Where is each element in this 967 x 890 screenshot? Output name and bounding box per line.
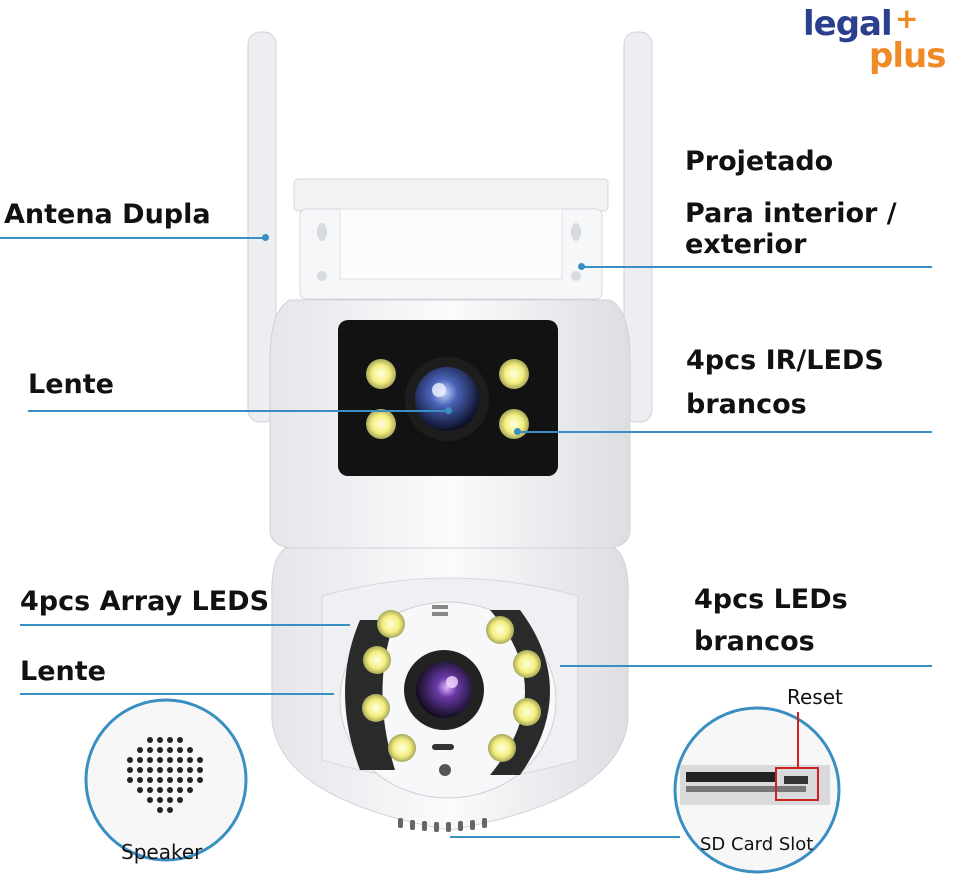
label-sd-card: SD Card Slot bbox=[700, 834, 814, 855]
callout-line-white-leds bbox=[560, 665, 932, 667]
brand-logo-plus: + bbox=[895, 2, 919, 35]
callout-line-lens-bottom bbox=[20, 693, 334, 695]
label-white-leds-line2: brancos bbox=[694, 626, 815, 657]
camera-lower-dome bbox=[271, 547, 629, 832]
callout-dot-lens-top bbox=[445, 407, 452, 414]
callout-line-sd-card bbox=[450, 836, 680, 838]
callout-dot-ir-leds bbox=[514, 428, 521, 435]
callout-line-array-leds bbox=[20, 624, 350, 626]
antenna-right bbox=[623, 31, 653, 423]
label-ir-leds-line2: brancos bbox=[686, 389, 807, 420]
sd-card-closeup bbox=[673, 706, 841, 874]
label-designed-line1: Projetado bbox=[685, 146, 834, 177]
antenna-left bbox=[247, 31, 277, 423]
callout-dot-antenna bbox=[262, 234, 269, 241]
label-reset: Reset bbox=[787, 685, 843, 709]
label-speaker: Speaker bbox=[121, 840, 203, 864]
brand-logo-part2: plus bbox=[869, 36, 946, 76]
label-array-leds: 4pcs Array LEDS bbox=[20, 586, 270, 617]
label-antenna: Antena Dupla bbox=[4, 199, 211, 230]
callout-line-designed bbox=[580, 266, 932, 268]
callout-line-antenna bbox=[0, 237, 266, 239]
label-lens-top: Lente bbox=[28, 369, 114, 400]
label-designed-line2: Para interior / bbox=[685, 198, 897, 229]
brand-logo: legal + plus bbox=[803, 2, 965, 84]
speaker-closeup bbox=[84, 698, 248, 862]
camera-upper-body bbox=[269, 299, 631, 549]
label-designed-line3: exterior bbox=[685, 229, 807, 260]
label-lens-bottom: Lente bbox=[20, 656, 106, 687]
callout-line-lens-top bbox=[28, 410, 448, 412]
callout-dot-designed bbox=[578, 263, 585, 270]
callout-line-ir-leds bbox=[516, 431, 932, 433]
wall-mount bbox=[293, 178, 609, 300]
label-white-leds-line1: 4pcs LEDs bbox=[694, 584, 848, 615]
brand-logo-part1: legal bbox=[803, 4, 893, 44]
label-ir-leds-line1: 4pcs IR/LEDS bbox=[686, 345, 884, 376]
